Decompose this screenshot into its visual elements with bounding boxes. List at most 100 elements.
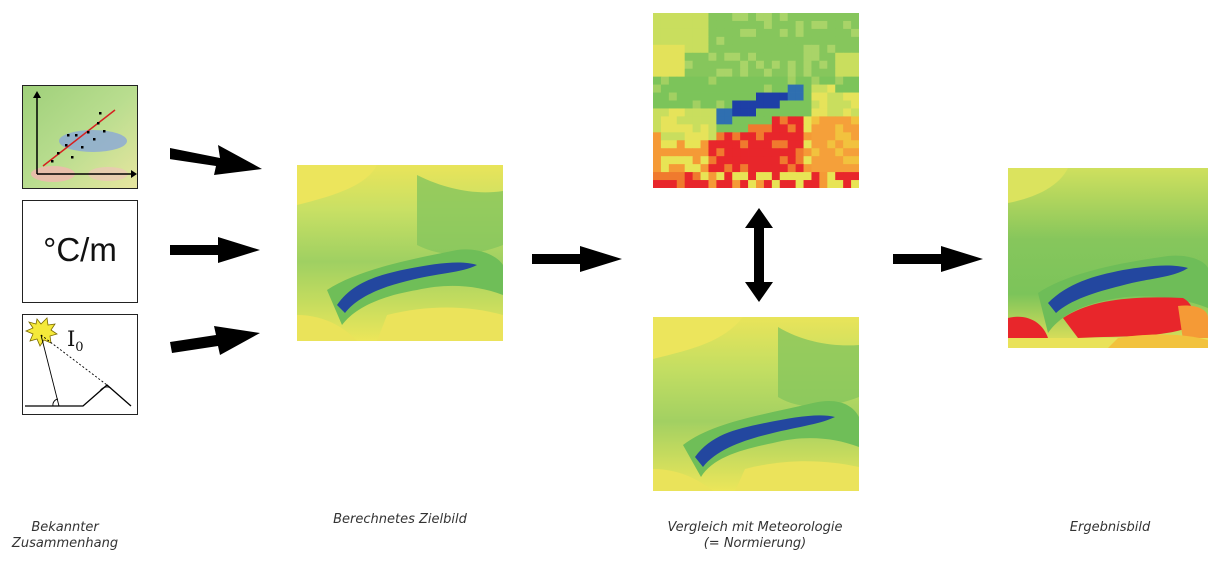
- meteo-pixel: [795, 76, 804, 85]
- meteo-pixel: [676, 13, 686, 22]
- meteo-pixel: [827, 140, 836, 149]
- meteo-pixel: [700, 156, 709, 165]
- meteo-pixel: [756, 20, 765, 30]
- meteo-pixel: [732, 52, 741, 62]
- meteo-pixel: [803, 116, 812, 125]
- meteo-pixel: [835, 92, 844, 101]
- meteo-pixel: [716, 60, 725, 70]
- meteo-pixel: [692, 36, 701, 46]
- meteo-pixel: [803, 68, 812, 78]
- meteo-pixel: [787, 156, 797, 165]
- meteo-pixel: [827, 124, 836, 133]
- meteo-pixel: [787, 100, 797, 109]
- meteo-pixel: [763, 124, 773, 133]
- meteo-pixel: [716, 156, 725, 165]
- meteo-pixel: [724, 108, 733, 117]
- meteo-pixel: [708, 164, 717, 173]
- meteo-pixel: [724, 180, 733, 188]
- meteo-pixel: [843, 68, 852, 78]
- meteo-pixel: [851, 92, 859, 101]
- meteo-pixel: [795, 116, 804, 125]
- meteo-pixel: [771, 116, 781, 125]
- meteo-pixel: [708, 180, 717, 188]
- meteo-pixel: [803, 180, 812, 188]
- meteo-pixel: [819, 124, 828, 133]
- meteo-pixel: [779, 172, 789, 181]
- meteo-pixel: [708, 92, 717, 101]
- meteo-pixel: [843, 116, 852, 125]
- meteo-pixel: [660, 172, 670, 181]
- meteo-pixel: [756, 124, 765, 133]
- meteo-pixel: [716, 36, 725, 46]
- meteo-pixel: [779, 52, 789, 62]
- meteo-pixel: [748, 76, 757, 85]
- meteo-pixel: [835, 28, 844, 38]
- meteo-pixel: [732, 76, 741, 85]
- meteo-pixel: [740, 68, 749, 78]
- meteo-pixel: [795, 20, 804, 30]
- meteo-pixel: [827, 28, 836, 38]
- meteo-pixel: [732, 68, 741, 78]
- meteo-pixel: [756, 92, 765, 101]
- meteo-pixel: [756, 13, 765, 22]
- meteo-pixel: [692, 100, 701, 109]
- meteo-pixel: [787, 76, 797, 85]
- meteo-pixel: [684, 13, 694, 22]
- meteo-pixel: [708, 156, 717, 165]
- meteo-pixel: [732, 156, 741, 165]
- meteo-pixel: [787, 60, 797, 70]
- meteo-pixel: [676, 172, 686, 181]
- meteo-pixel: [756, 140, 765, 149]
- meteo-pixel: [763, 172, 773, 181]
- meteo-pixel: [795, 36, 804, 46]
- meteo-pixel: [732, 148, 741, 157]
- meteo-pixel: [676, 100, 686, 109]
- meteo-pixel: [660, 180, 670, 188]
- meteo-pixel: [835, 13, 844, 22]
- meteo-pixel: [676, 28, 686, 38]
- meteo-pixel: [811, 13, 820, 22]
- meteo-pixel: [779, 180, 789, 188]
- meteo-pixel: [763, 20, 773, 30]
- meteo-pixel: [653, 76, 662, 85]
- meteo-pixel: [732, 28, 741, 38]
- meteo-pixel: [763, 132, 773, 141]
- meteo-pixel: [716, 100, 725, 109]
- meteo-pixel: [653, 164, 662, 173]
- meteo-pixel: [795, 52, 804, 62]
- meteo-pixel: [716, 68, 725, 78]
- meteo-pixel: [787, 52, 797, 62]
- irradiance-panel: I0: [22, 314, 138, 415]
- meteo-pixel: [756, 76, 765, 85]
- meteo-pixel: [827, 172, 836, 181]
- meteo-pixel: [684, 52, 694, 62]
- meteo-pixel: [653, 68, 662, 78]
- meteo-pixel: [771, 100, 781, 109]
- meteo-pixel: [653, 100, 662, 109]
- meteo-pixel: [787, 124, 797, 133]
- meteo-pixel: [740, 84, 749, 93]
- meteo-pixel: [803, 132, 812, 141]
- meteo-pixel: [660, 84, 670, 93]
- meteo-pixel: [732, 100, 741, 109]
- meteo-pixel: [692, 20, 701, 30]
- meteo-pixel: [748, 180, 757, 188]
- meteo-pixel: [700, 28, 709, 38]
- meteo-pixel: [708, 100, 717, 109]
- meteo-pixel: [724, 92, 733, 101]
- meteo-pixel: [668, 132, 678, 141]
- meteo-pixel: [740, 100, 749, 109]
- meteo-pixel: [700, 76, 709, 85]
- caption-known-relation: Bekannter Zusammenhang: [11, 520, 119, 551]
- meteo-pixel: [716, 84, 725, 93]
- meteo-pixel: [835, 116, 844, 125]
- meteo-pixel: [740, 60, 749, 70]
- meteo-pixel: [740, 20, 749, 30]
- meteo-pixel: [763, 68, 773, 78]
- meteo-pixel: [684, 76, 694, 85]
- meteo-pixel: [676, 20, 686, 30]
- meteo-pixel: [692, 92, 701, 101]
- meteo-pixel: [756, 60, 765, 70]
- meteo-pixel: [724, 20, 733, 30]
- meteo-pixel: [787, 132, 797, 141]
